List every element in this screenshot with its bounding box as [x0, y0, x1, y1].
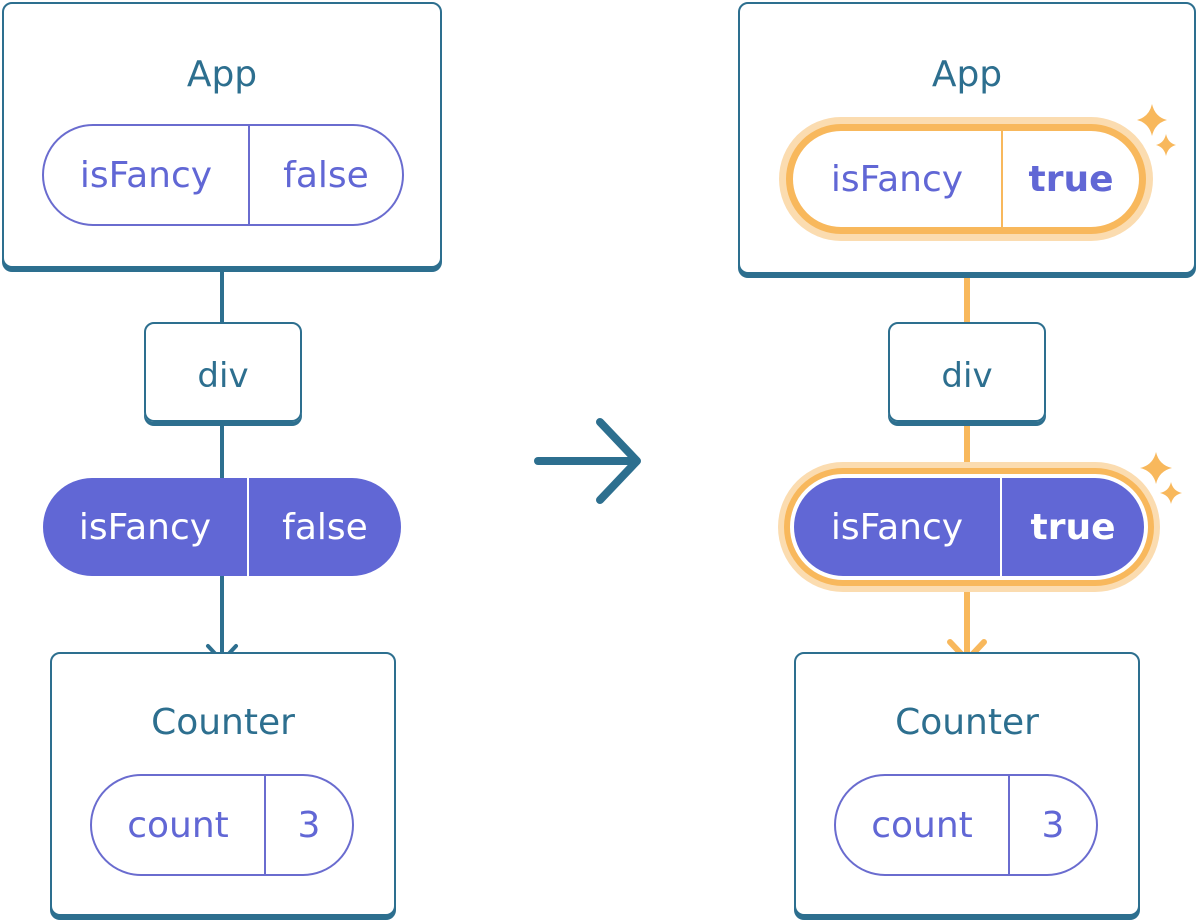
- left-prop-value: false: [282, 506, 368, 548]
- right-counter-state-key: count: [836, 776, 1010, 874]
- left-app-state-key: isFancy: [44, 126, 250, 224]
- right-prop-value: true: [1030, 506, 1116, 548]
- right-div-node: div: [888, 322, 1046, 422]
- left-div-node: div: [144, 322, 302, 422]
- left-counter-state-value: 3: [297, 804, 321, 846]
- right-app-state-key: isFancy: [793, 131, 1003, 227]
- right-counter-title: Counter: [895, 702, 1039, 743]
- right-counter-state-value: 3: [1041, 804, 1065, 846]
- right-app-state-pill: isFancy true: [786, 124, 1146, 234]
- left-prop-pill: isFancy false: [43, 478, 401, 576]
- right-prop-pill: isFancy true: [790, 474, 1148, 580]
- left-counter-state-pill: count 3: [90, 774, 354, 876]
- right-prop-key: isFancy: [794, 478, 1002, 576]
- right-counter-state-pill: count 3: [834, 774, 1098, 876]
- right-app-state-value: true: [1028, 158, 1114, 200]
- left-prop-key: isFancy: [43, 478, 249, 576]
- left-app-title: App: [186, 54, 258, 95]
- left-app-node: App isFancy false: [2, 2, 442, 268]
- left-div-label: div: [197, 356, 249, 396]
- left-app-state-value: false: [283, 154, 369, 196]
- left-app-state-pill: isFancy false: [42, 124, 404, 226]
- left-counter-state-key: count: [92, 776, 266, 874]
- right-counter-node: Counter count 3: [794, 652, 1140, 916]
- left-counter-title: Counter: [151, 702, 295, 743]
- right-div-label: div: [941, 356, 993, 396]
- left-counter-node: Counter count 3: [50, 652, 396, 916]
- right-app-title: App: [931, 54, 1003, 95]
